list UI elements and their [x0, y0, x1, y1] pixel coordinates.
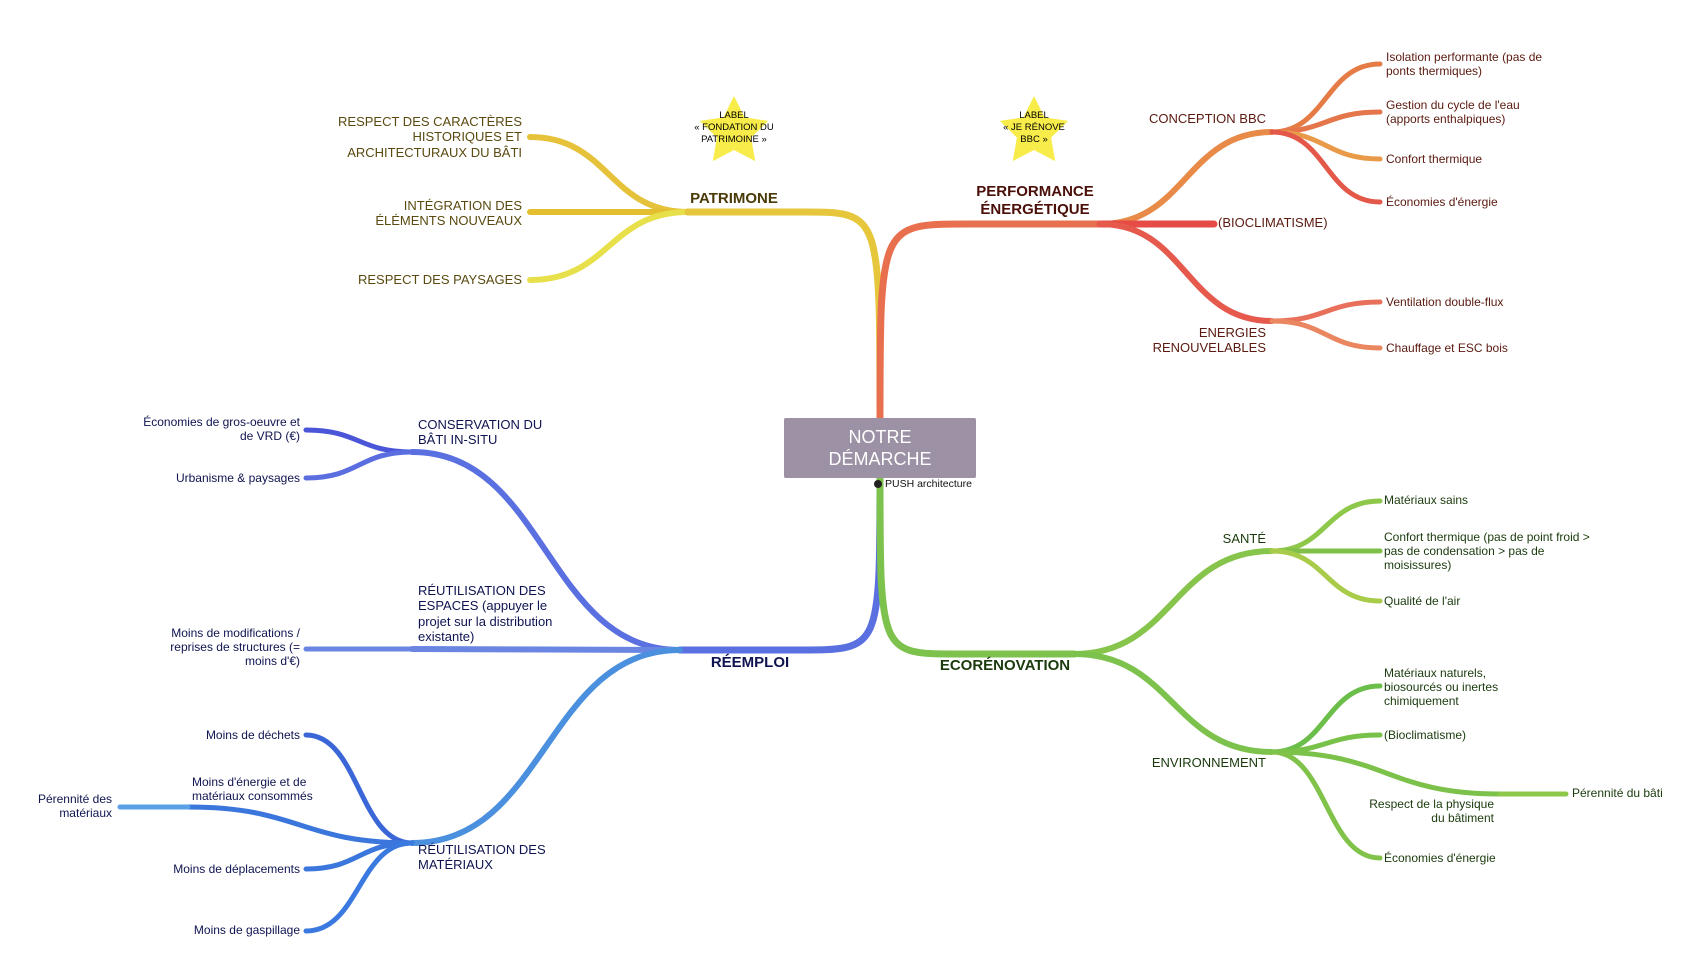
conception-item-economies[interactable]: Économies d'énergie: [1386, 195, 1498, 209]
ecorenovation-sante[interactable]: SANTÉ: [1222, 531, 1266, 546]
edge-conception-economies: [1269, 129, 1383, 205]
environnement-item-bioclimatisme[interactable]: (Bioclimatisme): [1384, 728, 1467, 742]
edge-materiaux-gaspillage: [303, 840, 415, 934]
materiaux-item-energie[interactable]: Moins d'énergie et de matériaux consommé…: [192, 775, 313, 804]
ecorenovation-environnement[interactable]: ENVIRONNEMENT: [1151, 755, 1266, 770]
patrimone-item-caracteres[interactable]: RESPECT DES CARACTÈRES HISTORIQUES ET AR…: [338, 114, 522, 160]
materiaux-item-gaspillage[interactable]: Moins de gaspillage: [193, 923, 300, 937]
sante-item-confort-thermique[interactable]: Confort thermique (pas de point froid > …: [1384, 530, 1590, 573]
materiaux-item-deplacements[interactable]: Moins de déplacements: [173, 862, 300, 876]
label-fondation-patrimoine: LABEL « FONDATION DU PATRIMOINE »: [694, 110, 774, 145]
branch-ecorenovation[interactable]: ECORÉNOVATION: [939, 657, 1071, 674]
edge-center-reemploi: [676, 474, 884, 654]
edge-ecorenovation-environnement: [1071, 651, 1275, 755]
edge-center-ecorenovation: [876, 474, 1078, 658]
label-je-renove-bbc: LABEL « JE RÉNOVE BBC »: [1003, 110, 1065, 145]
edge-conception-eau: [1269, 109, 1383, 135]
branch-patrimone[interactable]: PATRIMONE: [690, 190, 778, 207]
edge-env-bioclimatisme: [1269, 732, 1383, 755]
performance-bioclimatisme[interactable]: (BIOCLIMATISME): [1218, 215, 1328, 230]
conception-item-isolation[interactable]: Isolation performante (pas de ponts ther…: [1386, 50, 1543, 79]
edge-patrimone-paysages: [527, 209, 691, 283]
edge-reemploi-materiaux: [409, 647, 683, 846]
edge-performance-energies: [1097, 221, 1275, 324]
reemploi-espaces[interactable]: RÉUTILISATION DES ESPACES (appuyer le pr…: [418, 583, 553, 644]
edge-env-economies: [1269, 749, 1383, 861]
performance-conception-bbc[interactable]: CONCEPTION BBC: [1148, 111, 1266, 126]
edge-energies-chauffage: [1269, 318, 1383, 351]
author-credit: PUSH architecture: [874, 478, 972, 490]
reemploi-materiaux[interactable]: RÉUTILISATION DES MATÉRIAUX: [418, 842, 546, 873]
materiaux-item-dechets[interactable]: Moins de déchets: [205, 728, 300, 742]
sante-item-materiaux-sains[interactable]: Matériaux sains: [1384, 493, 1469, 507]
star-icon-fondation: [699, 96, 769, 162]
author-icon: [874, 480, 882, 488]
central-node[interactable]: NOTRE DÉMARCHE: [784, 418, 976, 478]
author-credit-text: PUSH architecture: [885, 478, 972, 490]
espaces-item-modifications[interactable]: Moins de modifications / reprises de str…: [170, 626, 300, 669]
performance-energies-renouvelables[interactable]: ENERGIES RENOUVELABLES: [1152, 325, 1266, 356]
conception-item-confort[interactable]: Confort thermique: [1386, 152, 1483, 166]
branch-reemploi[interactable]: RÉEMPLOI: [710, 654, 790, 671]
central-node-line1: NOTRE: [848, 426, 912, 447]
conservation-item-economies[interactable]: Économies de gros-oeuvre et de VRD (€): [143, 415, 300, 444]
environnement-item-materiaux-naturels[interactable]: Matériaux naturels, biosourcés ou inerte…: [1384, 666, 1499, 709]
conservation-item-urbanisme[interactable]: Urbanisme & paysages: [175, 471, 300, 485]
central-node-line2: DÉMARCHE: [828, 449, 932, 469]
edge-reemploi-conservation: [409, 449, 683, 653]
edge-energies-ventilation: [1269, 299, 1383, 324]
edge-materiaux-dechets: [303, 732, 415, 846]
materiaux-item-perennite[interactable]: Pérennité des matériaux: [37, 792, 112, 821]
edge-ecorenovation-sante: [1071, 548, 1275, 657]
patrimone-item-integration[interactable]: INTÉGRATION DES ÉLÉMENTS NOUVEAUX: [375, 198, 522, 229]
energies-item-ventilation[interactable]: Ventilation double-flux: [1386, 295, 1504, 309]
conception-item-eau[interactable]: Gestion du cycle de l'eau (apports entha…: [1386, 98, 1520, 127]
branch-performance-energetique[interactable]: PERFORMANCE ÉNERGÉTIQUE: [976, 183, 1094, 218]
edge-conservation-economies: [303, 427, 415, 455]
patrimone-item-paysages[interactable]: RESPECT DES PAYSAGES: [358, 272, 522, 287]
energies-item-chauffage[interactable]: Chauffage et ESC bois: [1386, 341, 1508, 355]
edge-reemploi-espaces: [409, 646, 683, 653]
reemploi-conservation[interactable]: CONSERVATION DU BÂTI IN-SITU: [418, 417, 543, 448]
sante-item-qualite-air[interactable]: Qualité de l'air: [1384, 594, 1461, 608]
star-icon-je-renove: [999, 96, 1069, 162]
edge-performance-conception: [1097, 129, 1275, 227]
edge-sante-materiaux: [1269, 498, 1383, 554]
environnement-item-economies[interactable]: Économies d'énergie: [1384, 851, 1496, 865]
edge-sante-qualite: [1269, 548, 1383, 604]
edge-patrimone-caracteres: [527, 134, 691, 215]
edge-center-patrimone: [684, 208, 884, 422]
edge-env-physique: [1269, 749, 1503, 797]
edge-conservation-urbanisme: [303, 449, 415, 481]
edge-materiaux-energie: [185, 804, 415, 846]
environnement-item-physique[interactable]: Respect de la physique du bâtiment: [1369, 797, 1494, 826]
edge-center-performance: [876, 220, 1104, 422]
environnement-item-perennite-bati[interactable]: Pérennité du bâti: [1572, 786, 1663, 800]
